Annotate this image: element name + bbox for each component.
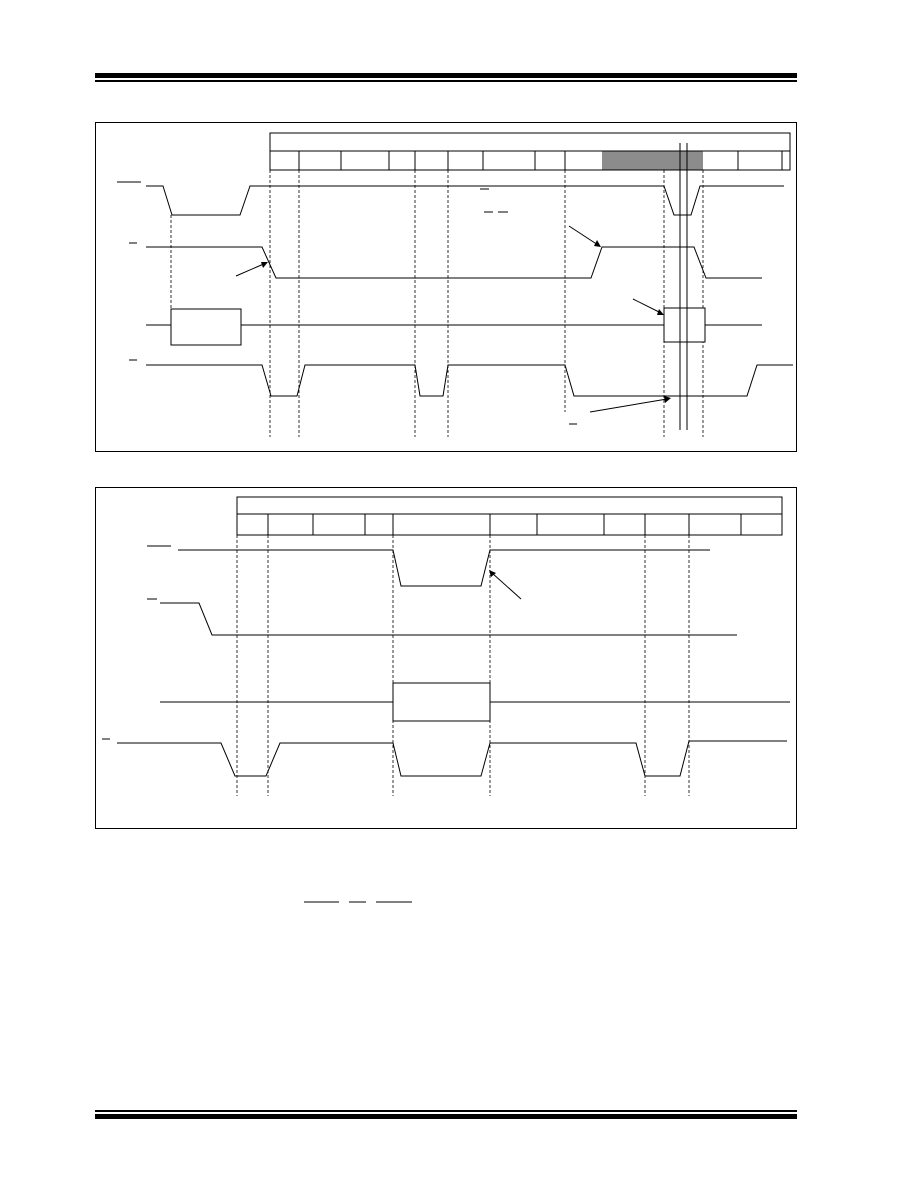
signal-c-waveform-2 [102, 738, 787, 777]
cycle-header-2 [236, 496, 783, 536]
signal-b-waveform-2 [147, 598, 737, 636]
phase-dividers [298, 151, 783, 170]
data-box-1 [170, 308, 242, 346]
shaded-phase [602, 151, 703, 170]
timing-diagram-2 [102, 496, 790, 796]
signal-b-waveform-1 [129, 225, 762, 279]
footer-rule-thick [95, 1114, 797, 1119]
signal-a-waveform-1 [117, 181, 784, 216]
timing-diagram-2-frame [95, 487, 797, 829]
timing-diagram-1 [117, 132, 793, 437]
data-box-2 [663, 307, 706, 343]
guide-lines-1 [170, 170, 704, 437]
signal-c-waveform-1 [129, 359, 793, 425]
data-bus-waveform-1 [146, 298, 762, 346]
phase-dividers [267, 514, 742, 535]
cycle-header-box [236, 496, 783, 536]
data-box-3 [392, 682, 491, 722]
header-rule-thin [95, 80, 797, 82]
callout-arrow-5 [491, 572, 522, 600]
time-break-marker [679, 143, 688, 430]
footer-rule-thin [95, 1110, 797, 1112]
callout-arrow-1 [235, 262, 267, 277]
header-rule-thick [95, 73, 797, 78]
cycle-header-1 [269, 132, 791, 171]
callout-arrow-4 [589, 398, 668, 413]
callout-arrow-3 [632, 298, 662, 314]
data-bus-waveform-2 [160, 682, 790, 722]
callout-arrow-2 [568, 225, 599, 246]
signal-a-waveform-2 [147, 545, 710, 600]
guide-lines-2 [236, 535, 690, 796]
